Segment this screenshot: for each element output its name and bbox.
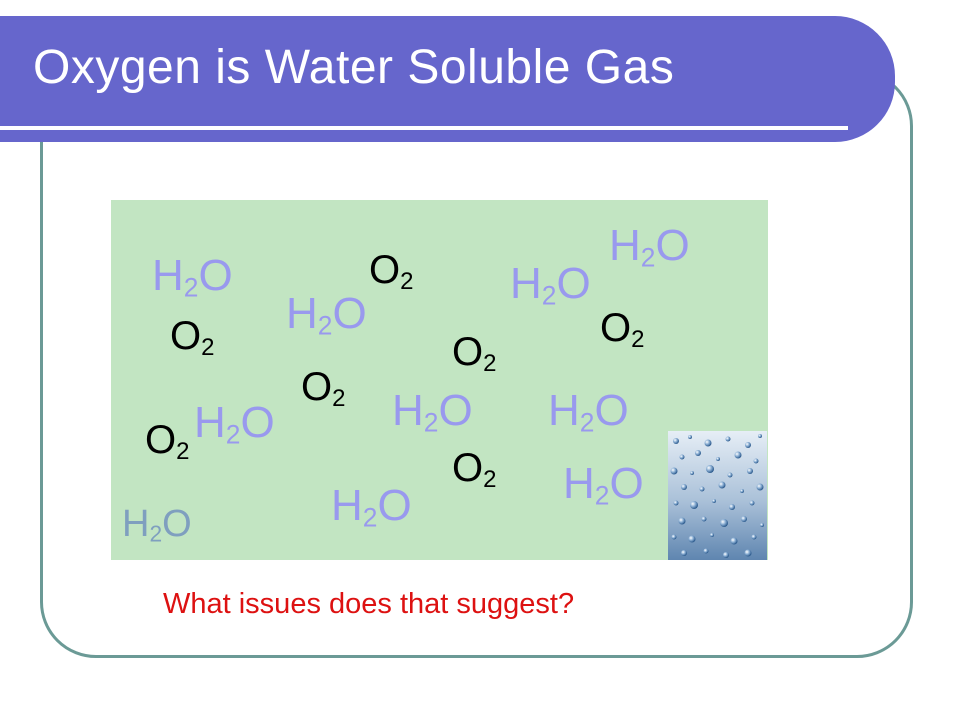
oxygen-molecule: O2 xyxy=(452,330,497,377)
oxygen-molecule: O2 xyxy=(369,248,414,295)
water-molecule: H2O xyxy=(286,289,367,341)
title-bar xyxy=(0,16,895,142)
water-molecule: H2O xyxy=(609,221,690,273)
oxygen-molecule: O2 xyxy=(145,418,190,465)
water-molecule: H2O xyxy=(510,259,591,311)
water-molecule: H2O xyxy=(331,481,412,533)
oxygen-molecule: O2 xyxy=(301,365,346,412)
molecule-mixture-panel xyxy=(111,200,768,560)
water-molecule: H2O xyxy=(152,251,233,303)
discussion-question: What issues does that suggest? xyxy=(163,588,575,620)
title-divider xyxy=(0,126,848,130)
water-molecule: H2O xyxy=(563,459,644,511)
water-molecule: H2O xyxy=(392,386,473,438)
oxygen-molecule: O2 xyxy=(600,306,645,353)
water-molecule: H2O xyxy=(548,386,629,438)
oxygen-molecule: O2 xyxy=(170,314,215,361)
water-molecule: H2O xyxy=(122,503,192,547)
oxygen-molecule: O2 xyxy=(452,446,497,493)
water-molecule: H2O xyxy=(194,398,275,450)
water-bubbles-image xyxy=(668,431,767,560)
slide-title: Oxygen is Water Soluble Gas xyxy=(33,41,675,94)
